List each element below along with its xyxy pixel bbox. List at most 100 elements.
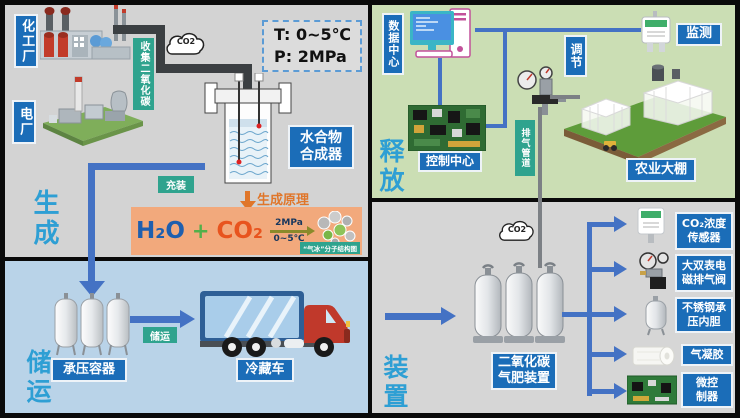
branch-arrowhead-1 — [614, 216, 627, 232]
synthesizer-label: 水合物 合成器 — [288, 125, 354, 169]
component-1-line1: 大双表电 — [682, 259, 726, 273]
fertilizer-device-label: 二氧化碳 气肥装置 — [491, 352, 557, 390]
refrigerated-truck-icon — [198, 285, 354, 365]
conditions-box: T: 0~5℃ P: 2MPa — [262, 20, 362, 72]
pressure-vessel-label: 承压容器 — [51, 358, 127, 382]
equation-plus: + — [191, 219, 210, 243]
equation-arrow-bottom: 0~5℃ — [273, 233, 305, 244]
co2-cloud-icon: CO2 — [163, 28, 209, 60]
branch-line-1 — [592, 222, 616, 227]
branch-line-2 — [592, 267, 616, 272]
co2-pipe — [243, 64, 252, 96]
data-center-label: 数据中心 — [382, 13, 404, 75]
component-4-line1: 微控 — [696, 376, 718, 390]
power-plant-label: 电厂 — [12, 100, 36, 144]
exhaust-pipe — [550, 95, 580, 99]
component-label-microcontroller: 微控 制器 — [681, 372, 733, 408]
branch-line-4 — [592, 352, 616, 357]
network-line — [486, 124, 506, 128]
storage-title: 储运 — [23, 349, 52, 407]
co2-sensor-icon — [634, 206, 668, 250]
synthesizer-label-line1: 水合物 — [300, 129, 342, 146]
truck-label: 冷藏车 — [236, 358, 294, 382]
component-0-line1: CO₂浓度 — [681, 217, 727, 231]
release-valve-icon — [514, 65, 566, 119]
monitoring-sensor-icon — [639, 11, 673, 59]
condition-pressure: P: 2MPa — [274, 47, 347, 66]
filling-arrowhead — [79, 281, 105, 297]
distribution-line — [562, 312, 590, 317]
component-label-aerogel: 气凝胶 — [681, 344, 733, 366]
microcontroller-icon — [626, 374, 678, 410]
inlet-line — [385, 313, 443, 320]
aerogel-icon — [629, 342, 677, 374]
chemical-plant-label: 化工厂 — [14, 14, 38, 68]
molecule-caption: “气冰”分子结构图 — [299, 242, 360, 254]
equation-arrow-top: 2MPa — [275, 217, 303, 228]
generation-title: 生成 — [29, 189, 59, 249]
filling-line — [88, 163, 95, 257]
branch-arrowhead-4 — [614, 346, 627, 362]
equation-h2o: H₂O — [136, 218, 185, 244]
fertilizer-label-line1: 二氧化碳 — [497, 354, 550, 370]
equation-arrow: 2MPa 0~5℃ — [270, 217, 315, 245]
exhaust-valve-icon — [638, 252, 670, 296]
transport-arrowhead — [180, 310, 195, 328]
synthesizer-label-line2: 合成器 — [300, 147, 342, 163]
principle-arrowhead — [240, 201, 256, 211]
equation-co2: CO₂ — [216, 218, 263, 244]
storage-section: 承压容器 储运 冷藏车 储 — [5, 261, 368, 413]
regulation-label: 调节 — [564, 35, 587, 77]
exhaust-pipe-label: 排气管道 — [515, 120, 535, 176]
component-label-exhaust-valve: 大双表电 磁排气阀 — [675, 254, 733, 292]
co2-cloud-text: CO2 — [176, 37, 196, 46]
collect-co2-label: 收集二氧化碳 — [133, 38, 154, 110]
device-section: CO2 — [372, 202, 735, 413]
distribution-line — [587, 222, 592, 396]
monitoring-label: 监测 — [676, 23, 722, 46]
component-4-line2: 制器 — [696, 390, 718, 403]
branch-line-5 — [592, 389, 616, 394]
branch-arrowhead-5 — [614, 383, 627, 399]
co2-pipe — [156, 64, 252, 73]
co2-cloud-text: CO2 — [507, 225, 527, 234]
filling-label: 充装 — [158, 176, 194, 193]
greenhouse-label: 农业大棚 — [626, 158, 696, 182]
control-center-label: 控制中心 — [418, 151, 482, 172]
component-label-steel-liner: 不锈钢承 压内胆 — [675, 297, 733, 333]
filling-line — [92, 163, 205, 170]
component-0-line2: 传感器 — [687, 231, 721, 244]
power-plant-icon — [35, 71, 145, 151]
filling-line — [88, 261, 95, 283]
network-line — [438, 58, 442, 108]
molecule-structure-icon — [317, 211, 356, 247]
exhaust-pipe-bridge — [538, 198, 542, 202]
transport-line — [130, 316, 182, 323]
control-board-icon — [407, 104, 487, 155]
principle-arrow — [245, 191, 250, 203]
exhaust-pipe — [538, 107, 542, 198]
network-line — [503, 28, 507, 128]
component-2-line1: 不锈钢承 — [682, 301, 726, 315]
component-1-line2: 磁排气阀 — [682, 273, 726, 286]
inlet-arrowhead — [441, 307, 456, 325]
release-section: 数据中心 — [372, 5, 735, 198]
component-label-co2-sensor: CO₂浓度 传感器 — [675, 212, 733, 250]
component-2-line2: 压内胆 — [687, 315, 721, 328]
equation-box: H₂O + CO₂ 2MPa 0~5℃ “气冰”分子结构图 — [131, 207, 362, 255]
data-center-computer-icon — [408, 7, 474, 67]
gas-cylinders-icon — [473, 262, 565, 354]
hydrate-synthesizer-icon — [203, 72, 293, 195]
transport-label: 储运 — [143, 327, 177, 343]
co2-pipe — [113, 25, 165, 34]
branch-arrowhead-2 — [614, 261, 627, 277]
device-title: 装置 — [380, 354, 409, 412]
greenhouse-icon — [556, 49, 732, 173]
network-line — [475, 28, 641, 32]
branch-arrowhead-3 — [614, 306, 627, 322]
co2-cloud-icon: CO2 — [496, 216, 538, 246]
branch-line-3 — [592, 312, 616, 317]
filling-line-bridge — [88, 257, 95, 261]
condition-temperature: T: 0~5℃ — [274, 25, 352, 45]
